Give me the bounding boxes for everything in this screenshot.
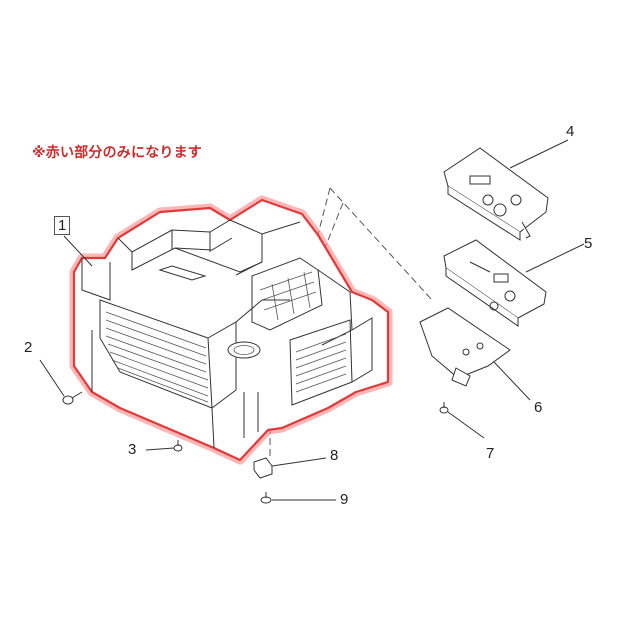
- parts-note: ※赤い部分のみになります: [32, 145, 203, 161]
- callout-9: 9: [340, 491, 349, 508]
- plate-part-4: [443, 147, 549, 241]
- leader-lines: [39, 139, 585, 501]
- callout-3: 3: [128, 441, 137, 458]
- main-cover-part-1: [69, 195, 393, 465]
- callout-6: 6: [534, 399, 543, 416]
- plate-part-5: [443, 239, 547, 327]
- screw-part-3: [173, 440, 183, 452]
- screw-part-9: [260, 492, 272, 504]
- callout-2: 2: [24, 339, 33, 356]
- bracket-part-6: [419, 307, 511, 387]
- callout-5: 5: [584, 235, 593, 252]
- callout-1: 1: [54, 216, 71, 235]
- screw-part-7: [439, 402, 449, 414]
- screw-part-2: [62, 391, 83, 405]
- callout-8: 8: [330, 447, 339, 464]
- clip-part-8: [253, 457, 273, 479]
- callout-4: 4: [566, 123, 575, 140]
- callout-7: 7: [486, 445, 495, 462]
